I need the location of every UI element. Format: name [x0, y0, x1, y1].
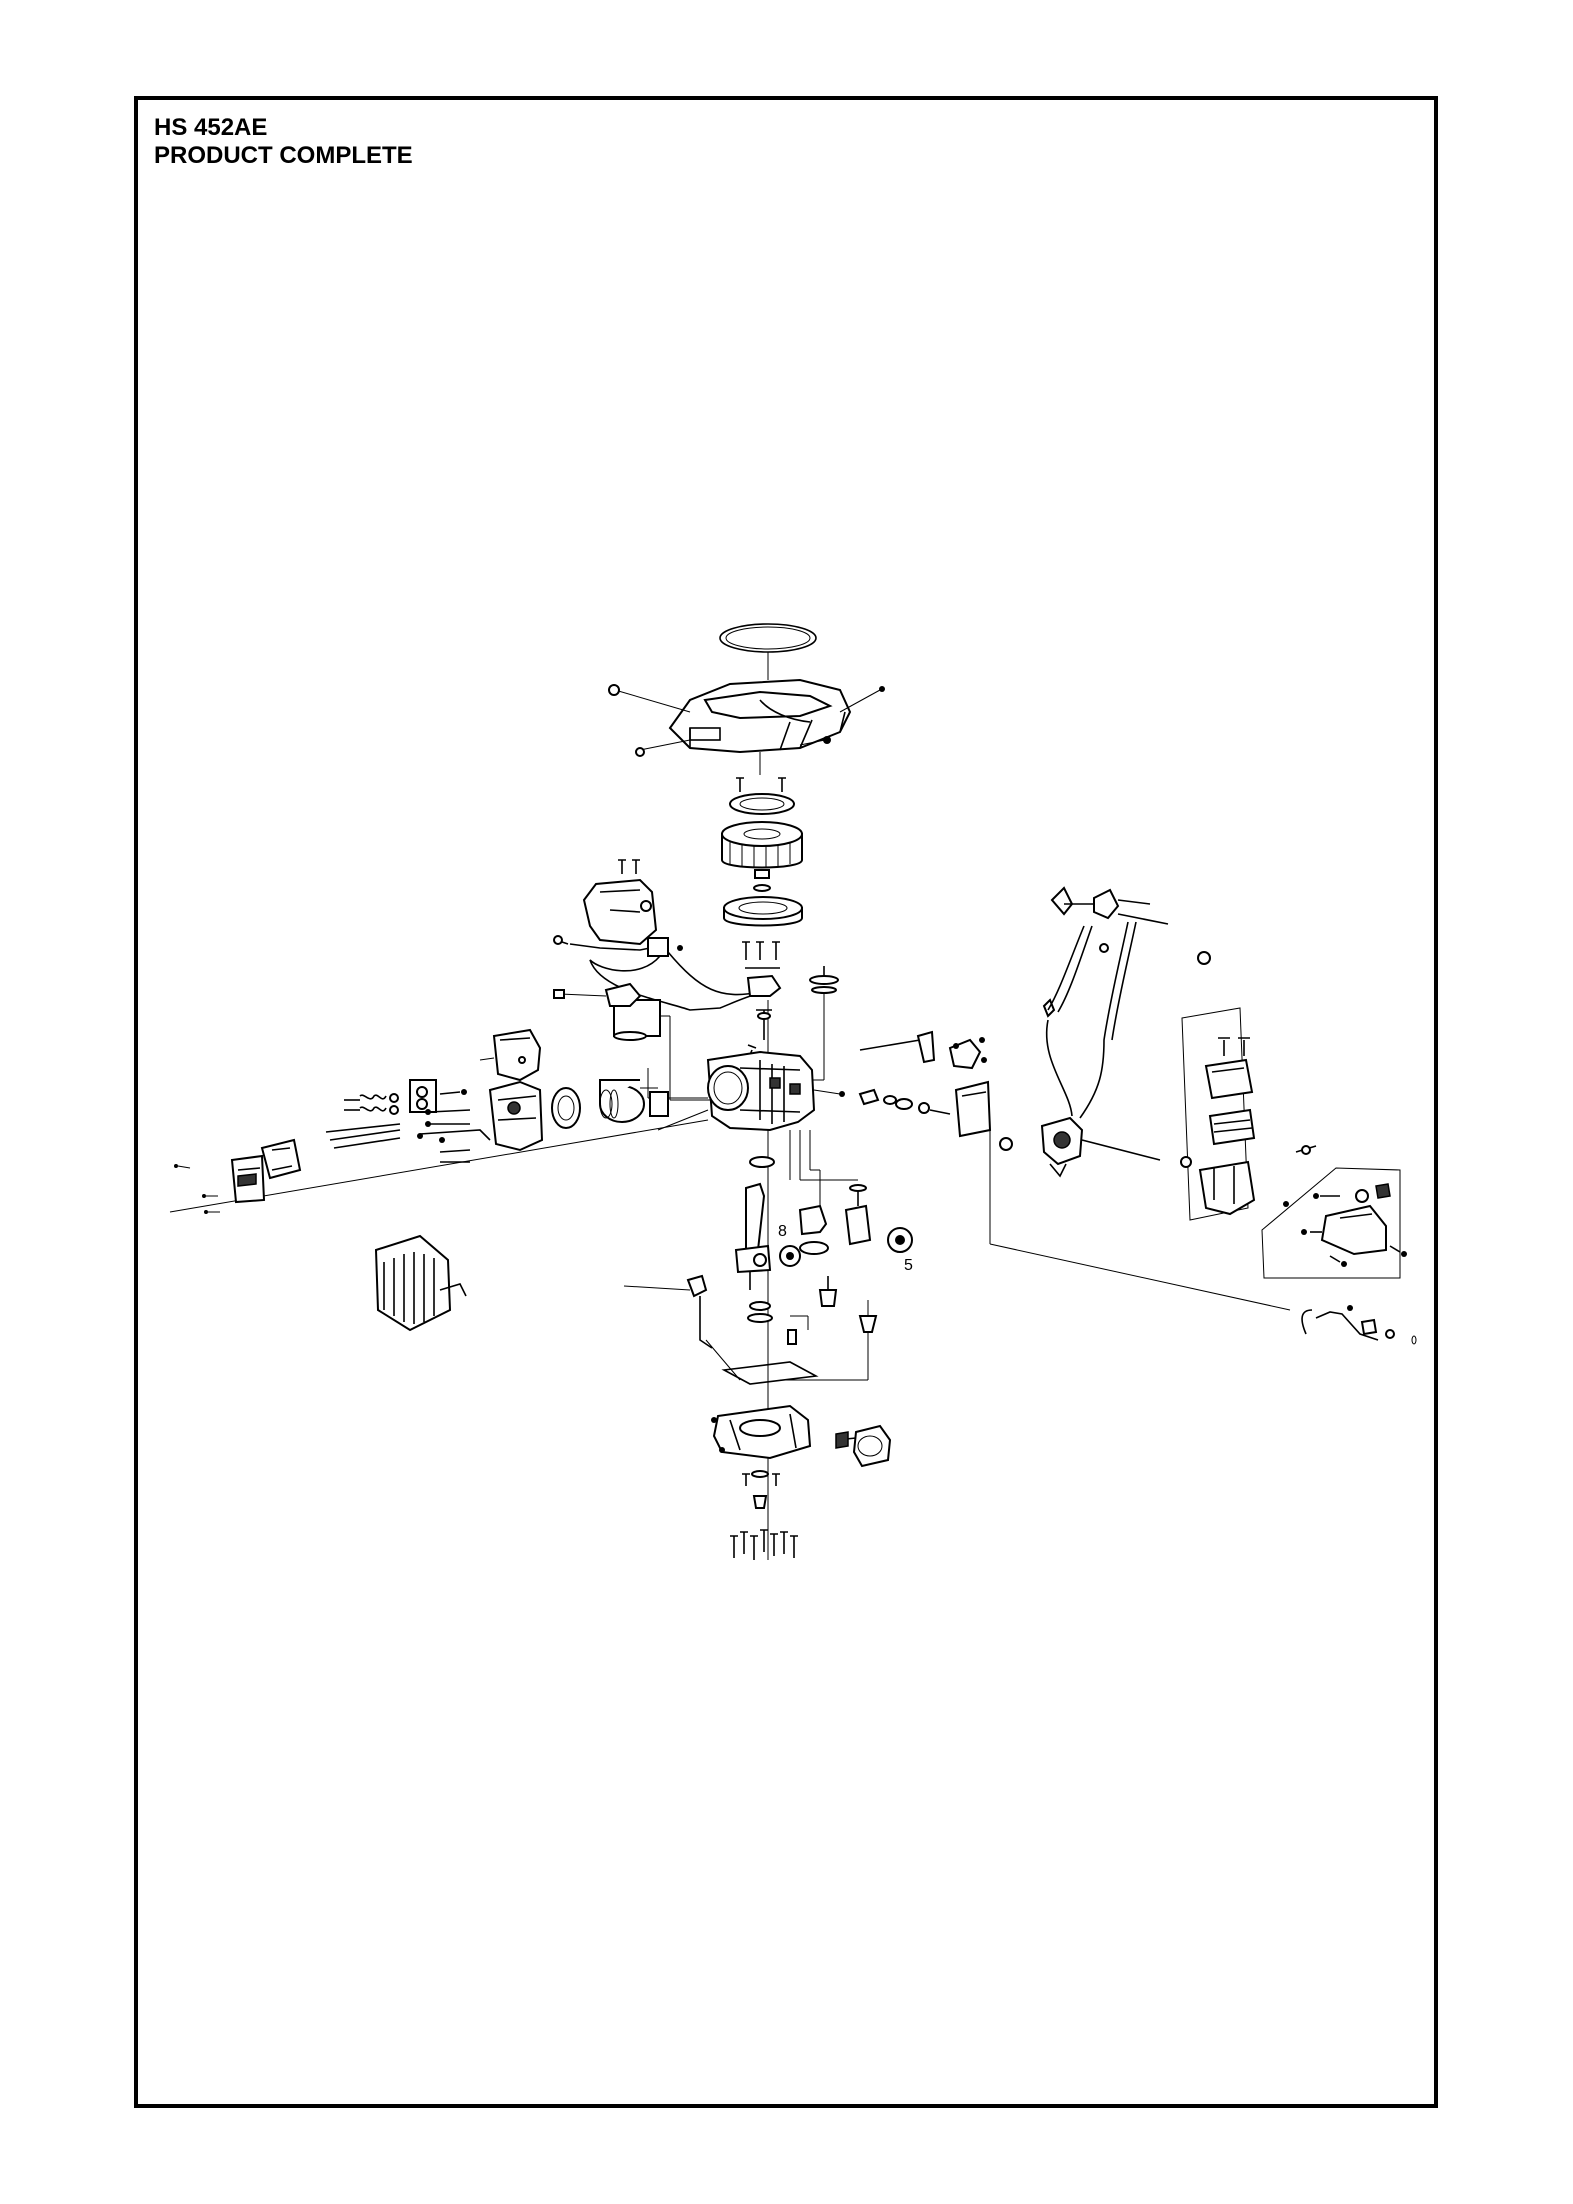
- air-filter-cover: [1204, 1058, 1254, 1100]
- cam-axis-lines: [789, 1130, 858, 1206]
- page-border: [134, 96, 1438, 2108]
- control-bracket: [1050, 886, 1211, 965]
- choke-cables: [1047, 921, 1137, 1119]
- control-screws: [1301, 1193, 1407, 1267]
- governor-gear: [844, 1184, 872, 1246]
- spring-clip: [1295, 1145, 1317, 1155]
- carb-gasket-spacer: [954, 1080, 1013, 1151]
- model-number: HS 452AE: [154, 114, 268, 141]
- fan-base-plate: [723, 896, 803, 927]
- control-panel-area: [1261, 1167, 1401, 1279]
- air-filter-knobs: [1218, 1037, 1250, 1056]
- governor-spring-parts: [858, 1088, 951, 1115]
- governor-arm-part: [743, 974, 782, 1071]
- sump-bolts: [730, 1529, 798, 1560]
- piston-pin: [640, 1087, 669, 1117]
- crankshaft: [734, 1182, 772, 1290]
- air-filter-panel: [1181, 1007, 1249, 1221]
- head-gasket: [551, 1087, 581, 1129]
- rocker-screws: [174, 1164, 220, 1214]
- crank-seal: [749, 1156, 775, 1168]
- oil-slinger: 5: [887, 1227, 913, 1274]
- head-bolts: [425, 1109, 471, 1163]
- callout-5: 5: [904, 1257, 913, 1274]
- dipstick: [623, 1274, 741, 1381]
- air-filter-base: [1180, 1156, 1289, 1216]
- recoil-starter-ring: [719, 623, 817, 653]
- drain-plug-stack: [742, 1470, 780, 1509]
- cover-screws: [608, 684, 885, 757]
- cylinder-block: [706, 1050, 845, 1132]
- camshaft-gear: 8: [778, 1204, 829, 1267]
- air-filter-element: [1208, 1108, 1256, 1146]
- throttle-linkage: [859, 1030, 987, 1070]
- crankcase-sump: [711, 1404, 812, 1460]
- ignition-coil: [553, 982, 710, 1101]
- starter-cup: [729, 793, 795, 815]
- oil-filter: [835, 1424, 892, 1468]
- main-bearing: [749, 1301, 771, 1311]
- valve-tappet: [818, 1276, 838, 1307]
- washer-stack: [790, 966, 839, 1081]
- ignition-bracket: [582, 878, 658, 946]
- document-title: HS 452AE PRODUCT COMPLETE: [154, 114, 413, 170]
- rocker-cover-left: [230, 1154, 266, 1204]
- pushrods: [325, 1123, 491, 1149]
- fuel-line: [1042, 998, 1073, 1117]
- starter-screws-top: [736, 777, 786, 792]
- assembly-name: PRODUCT COMPLETE: [154, 142, 413, 169]
- cooling-fin-block: [374, 1234, 467, 1332]
- ignition-bracket-screws: [618, 859, 640, 874]
- stop-switch-wire: [1301, 1305, 1417, 1345]
- wiring-harness: [553, 935, 771, 1011]
- carburetor: [1040, 1116, 1161, 1178]
- valve-spring-set: [344, 1093, 399, 1115]
- oil-filter-cap: [780, 1300, 878, 1381]
- callout-8: 8: [778, 1223, 787, 1240]
- sump-gasket: [721, 1313, 819, 1385]
- throttle-control-plate: [1320, 1183, 1391, 1256]
- flywheel: [721, 821, 803, 869]
- carb-spacer-lines: [989, 1130, 1291, 1311]
- flywheel-nut-washer: [753, 869, 771, 892]
- rocker-cover-upper: [479, 1028, 542, 1082]
- piston: [599, 1079, 645, 1123]
- cylinder-head: [488, 1080, 544, 1152]
- engine-cover-shroud: [668, 678, 852, 754]
- gasket-plate: [260, 1138, 302, 1180]
- center-bolts: [742, 941, 780, 969]
- valve-retainer-box: [409, 1079, 467, 1113]
